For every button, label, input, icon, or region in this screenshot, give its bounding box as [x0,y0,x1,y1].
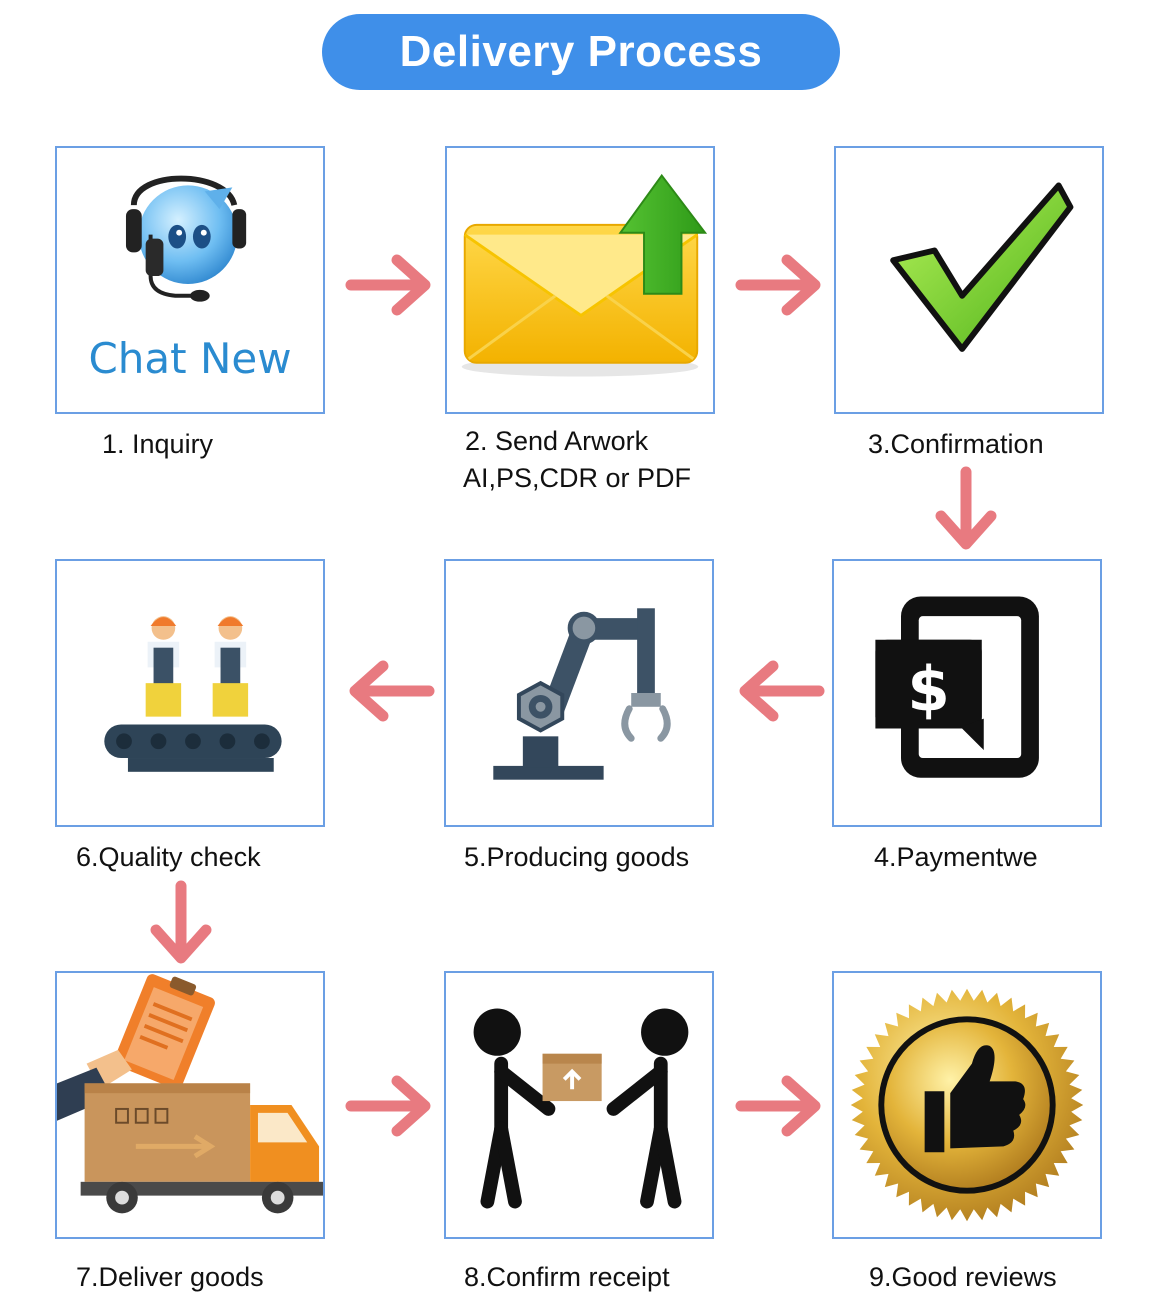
arrow-left-icon [349,660,435,722]
step-1-label: 1. Inquiry [102,429,214,459]
step-2-box [445,146,715,414]
chat-icon-text: Chat New [88,334,292,383]
step-9-box [832,971,1102,1239]
step-4-box: $ [832,559,1102,827]
robot-arm-icon [493,608,671,780]
checkmark-icon [890,182,1074,352]
step-7-box [55,971,325,1239]
arrow-right-icon [735,1075,821,1137]
arrow-right-icon [345,254,431,316]
workers-conveyor-icon [104,616,282,772]
step-1-box: Chat New [55,146,325,414]
step-6-label: 6.Quality check [76,842,261,872]
arrow-down-icon [935,466,997,550]
delivery-truck-icon [57,974,323,1214]
step-7-label: 7.Deliver goods [76,1262,264,1292]
thumbs-up-seal-icon [850,988,1084,1222]
step-5-label: 5.Producing goods [464,842,690,872]
title-banner: Delivery Process [322,14,840,90]
step-8-box [444,971,714,1239]
envelope-upload-icon [461,173,708,377]
arrow-right-icon [345,1075,431,1137]
step-8-label: 8.Confirm receipt [464,1262,670,1292]
arrow-right-icon [735,254,821,316]
page-title: Delivery Process [399,27,763,76]
step-4-label: 4.Paymentwe [874,842,1038,872]
arrow-left-icon [739,660,825,722]
step-5-box [444,559,714,827]
svg-text:$: $ [907,655,950,726]
package-handover-icon [473,1008,689,1209]
step-6-box [55,559,325,827]
step-3-label: 3.Confirmation [868,429,1044,459]
customer-service-chat-icon [125,175,247,302]
step-9-label: 9.Good reviews [869,1262,1057,1292]
step-3-box [834,146,1104,414]
step-2-label-line2: AI,PS,CDR or PDF [463,463,692,493]
step-2-label-line1: 2. Send Arwork [465,426,649,456]
arrow-down-icon [150,880,212,964]
mobile-payment-icon: $ [875,596,1039,778]
